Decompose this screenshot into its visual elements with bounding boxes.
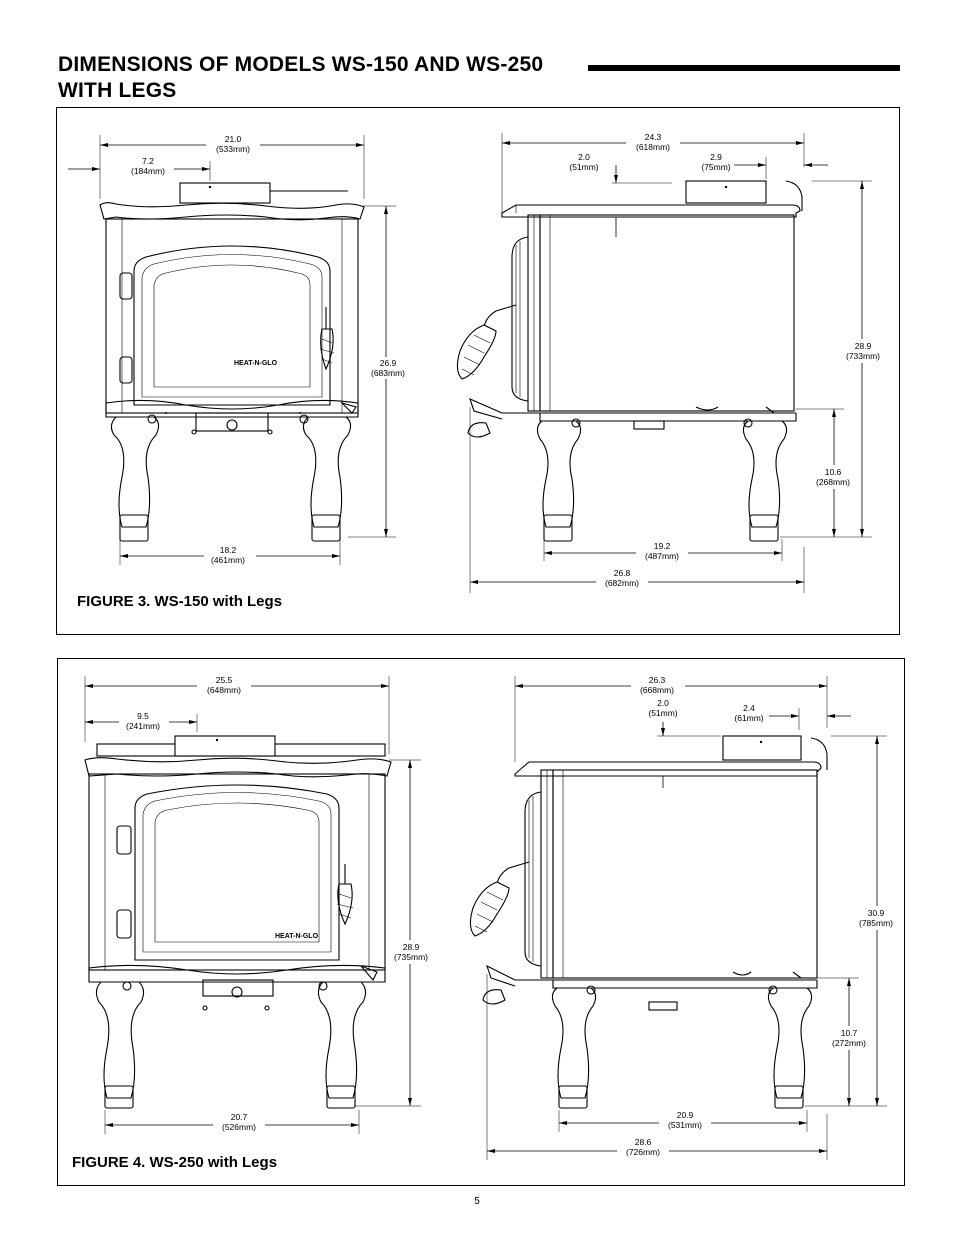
fig4-front-flue-mm: (241mm): [126, 721, 160, 731]
fig4-side-legheight-in: 10.7: [841, 1028, 858, 1038]
title-line-1: DIMENSIONS OF MODELS WS-150 AND WS-250: [58, 53, 544, 76]
fig4-side-fluerear-in: 2.4: [743, 703, 755, 713]
fig4-front-view: 25.5 (648mm) 9.5 (241mm) HEAT-N-GLO: [84, 674, 433, 1134]
fig4-side-legspan-in: 20.9: [677, 1110, 694, 1120]
fig3-front-width-in: 21.0: [225, 134, 242, 144]
fig3-side-height-mm: (733mm): [846, 351, 880, 361]
fig3-front-flue-in: 7.2: [142, 156, 154, 166]
fig3-front-height-in: 26.9: [380, 358, 397, 368]
fig3-front-view: 21.0 (533mm) 7.2 (184mm) HEAT-N-GLO: [68, 133, 410, 567]
fig3-side-topfront-in: 2.0: [578, 152, 590, 162]
fig4-side-depth-in: 26.3: [649, 675, 666, 685]
fig3-side-fluerear-in: 2.9: [710, 152, 722, 162]
fig4-side-topfront-mm: (51mm): [648, 708, 677, 718]
fig4-side-basedepth-mm: (726mm): [626, 1147, 660, 1157]
fig4-front-flue-in: 9.5: [137, 711, 149, 721]
fig4-front-width-mm: (648mm): [207, 685, 241, 695]
fig4-front-legspan-in: 20.7: [231, 1112, 248, 1122]
fig4-side-depth-mm: (668mm): [640, 685, 674, 695]
fig4-front-height-in: 28.9: [403, 942, 420, 952]
fig3-side-basedepth-in: 26.8: [614, 568, 631, 578]
title-rule: [588, 65, 900, 71]
fig4-side-view: 26.3 (668mm) 2.0 (51mm) 2.4 (61mm): [469, 674, 899, 1160]
fig4-front-logo: HEAT-N-GLO: [275, 933, 319, 940]
fig3-side-depth-in: 24.3: [645, 132, 662, 142]
fig4-side-topfront-in: 2.0: [657, 698, 669, 708]
fig4-side-height-in: 30.9: [868, 908, 885, 918]
fig4-front-legspan-mm: (526mm): [222, 1122, 256, 1132]
fig4-side-height-mm: (785mm): [859, 918, 893, 928]
figure-3-drawing: 21.0 (533mm) 7.2 (184mm) HEAT-N-GLO: [68, 131, 886, 593]
fig4-side-legspan-mm: (531mm): [668, 1120, 702, 1130]
fig3-side-legspan-mm: (487mm): [645, 551, 679, 561]
fig3-side-legheight-mm: (268mm): [816, 477, 850, 487]
fig4-side-basedepth-in: 28.6: [635, 1137, 652, 1147]
fig3-side-height-in: 28.9: [855, 341, 872, 351]
figure-4-drawing: 25.5 (648mm) 9.5 (241mm) HEAT-N-GLO: [84, 674, 899, 1160]
fig4-front-width-in: 25.5: [216, 675, 233, 685]
fig3-front-legspan-mm: (461mm): [211, 555, 245, 565]
fig3-side-basedepth-mm: (682mm): [605, 578, 639, 588]
fig3-front-flue-mm: (184mm): [131, 166, 165, 176]
fig3-side-legheight-in: 10.6: [825, 467, 842, 477]
fig4-side-legheight-mm: (272mm): [832, 1038, 866, 1048]
fig3-side-topfront-mm: (51mm): [569, 162, 598, 172]
fig3-front-width-mm: (533mm): [216, 144, 250, 154]
fig4-side-fluerear-mm: (61mm): [734, 713, 763, 723]
page-title: DIMENSIONS OF MODELS WS-150 AND WS-250 W…: [58, 52, 543, 104]
fig3-side-view: 24.3 (618mm) 2.0 (51mm) 2.9 (75mm): [456, 131, 886, 593]
title-line-2: WITH LEGS: [58, 79, 177, 102]
fig3-front-legspan-in: 18.2: [220, 545, 237, 555]
fig3-side-fluerear-mm: (75mm): [701, 162, 730, 172]
page-number: 5: [474, 1196, 480, 1207]
fig4-front-height-mm: (735mm): [394, 952, 428, 962]
fig3-side-depth-mm: (618mm): [636, 142, 670, 152]
figure-3-frame: [56, 107, 900, 635]
fig3-side-legspan-in: 19.2: [654, 541, 671, 551]
figure-3-caption: FIGURE 3. WS-150 with Legs: [77, 593, 283, 610]
fig3-front-logo: HEAT-N-GLO: [234, 360, 278, 367]
fig3-front-height-mm: (683mm): [371, 368, 405, 378]
figure-4-caption: FIGURE 4. WS-250 with Legs: [72, 1154, 278, 1171]
figure-4-frame: [57, 658, 905, 1186]
